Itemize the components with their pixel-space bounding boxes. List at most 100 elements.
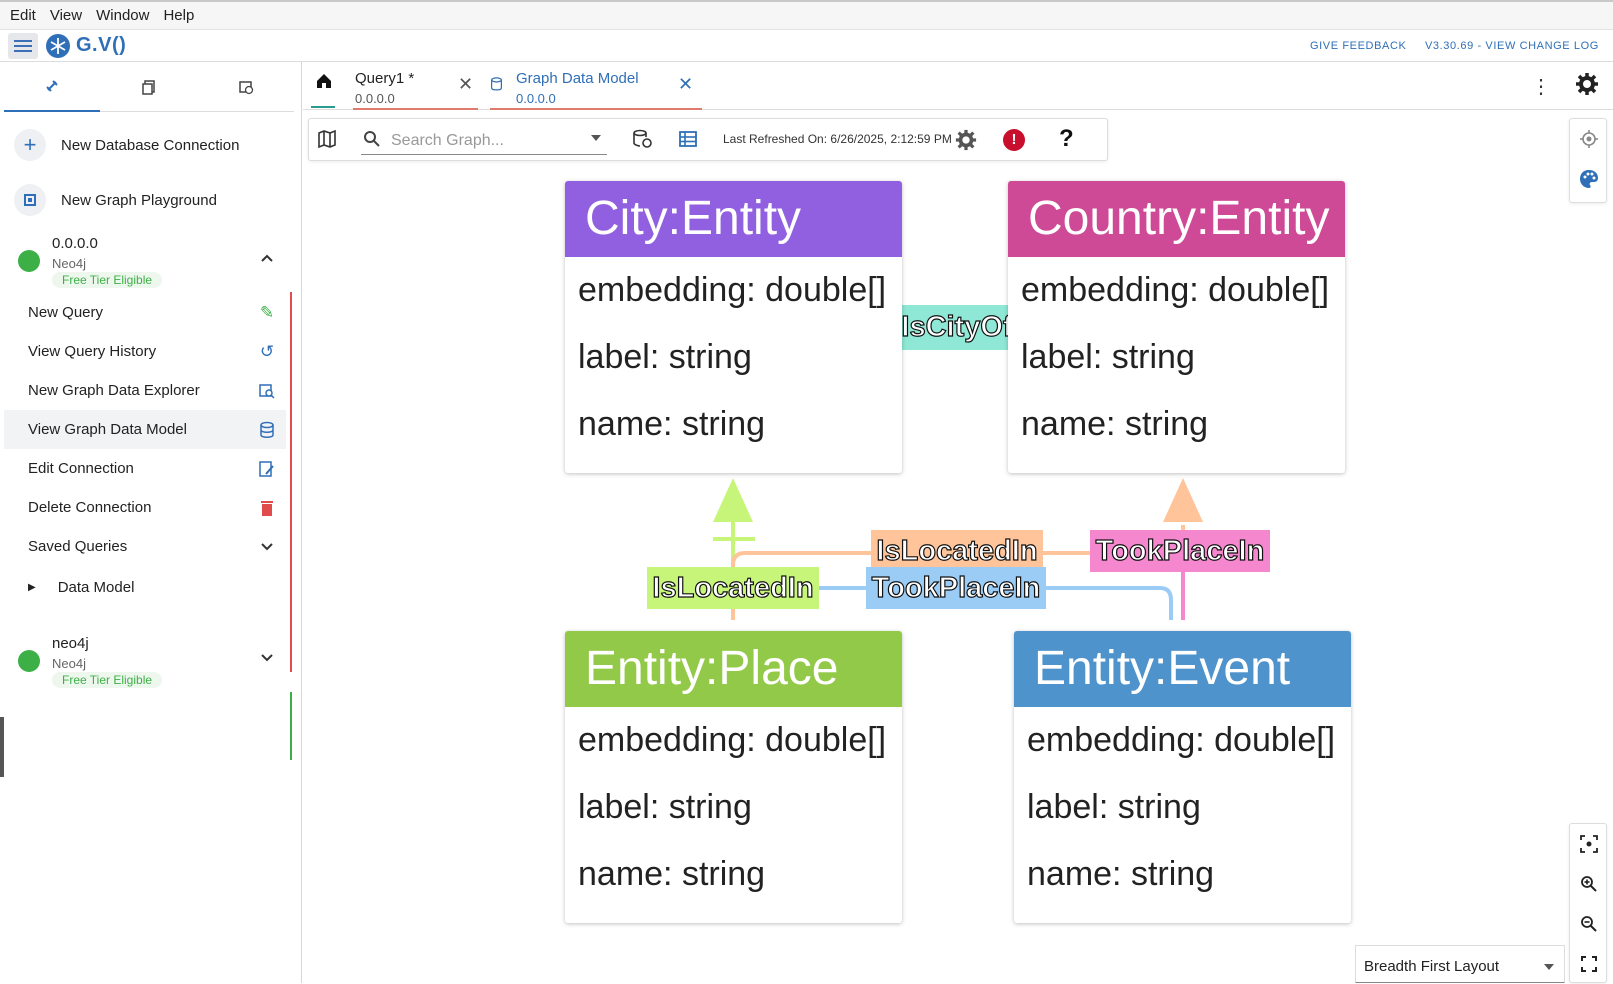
node-prop: embedding: double[] <box>1027 721 1336 759</box>
connection-name: neo4j <box>52 635 89 652</box>
plus-icon: + <box>14 129 46 161</box>
copy-icon <box>142 80 155 95</box>
chip-icon <box>14 184 46 216</box>
table-view-icon[interactable] <box>679 130 697 153</box>
home-icon[interactable] <box>313 72 335 98</box>
dropdown-arrow-icon[interactable] <box>591 135 601 141</box>
new-database-connection-button[interactable]: + New Database Connection <box>4 125 294 165</box>
more-vert-icon[interactable]: ⋮ <box>1531 76 1551 98</box>
menu-window[interactable]: Window <box>96 7 150 24</box>
editor-tab-bar: Query1 * 0.0.0.0 ✕ Graph Data Model 0.0.… <box>303 62 1613 110</box>
fullscreen-icon[interactable] <box>1570 944 1608 984</box>
locate-icon[interactable] <box>1570 119 1608 159</box>
zoom-in-icon[interactable] <box>1570 864 1608 904</box>
node-prop: name: string <box>578 405 766 443</box>
zoom-out-icon[interactable] <box>1570 904 1608 944</box>
help-button[interactable]: ? <box>1059 125 1074 152</box>
layout-select[interactable]: Breadth First Layout <box>1355 945 1565 983</box>
zoom-controls <box>1569 823 1607 983</box>
edit-connection-label: Edit Connection <box>28 460 134 477</box>
graph-search-input[interactable]: Search Graph... <box>361 127 607 155</box>
edit-icon <box>256 458 278 480</box>
connection-0-0-0-0[interactable]: 0.0.0.0 Neo4j Free Tier Eligible <box>4 232 294 292</box>
view-graph-data-model-label: View Graph Data Model <box>28 421 187 438</box>
focus-center-icon[interactable] <box>1570 824 1608 864</box>
palette-icon[interactable] <box>1570 159 1608 199</box>
chevron-up-icon[interactable] <box>260 250 274 266</box>
give-feedback-link[interactable]: GIVE FEEDBACK <box>1310 40 1407 52</box>
view-graph-data-model-item[interactable]: View Graph Data Model <box>4 410 286 449</box>
node-prop: name: string <box>1021 405 1209 443</box>
edit-connection-item[interactable]: Edit Connection <box>4 449 286 488</box>
magic-wand-icon: ✎ <box>259 302 275 322</box>
node-country-entity[interactable]: Country:Entity embedding: double[] label… <box>1008 181 1345 473</box>
new-graph-playground-button[interactable]: New Graph Playground <box>4 180 294 220</box>
node-prop: label: string <box>1021 338 1195 376</box>
tab-connections[interactable] <box>4 62 100 112</box>
view-query-history-label: View Query History <box>28 343 157 360</box>
database-refresh-icon[interactable] <box>631 128 653 155</box>
free-tier-badge: Free Tier Eligible <box>52 272 163 288</box>
search-placeholder: Search Graph... <box>391 132 504 149</box>
close-icon[interactable]: ✕ <box>458 74 474 94</box>
close-icon[interactable]: ✕ <box>678 74 694 94</box>
error-icon[interactable]: ! <box>1003 129 1025 151</box>
node-prop: label: string <box>578 788 752 826</box>
menu-help[interactable]: Help <box>163 7 195 24</box>
node-prop: label: string <box>1027 788 1201 826</box>
app-logo-text: G.V() <box>76 34 127 56</box>
edge-label-tookplacein-country[interactable]: TookPlaceIn <box>1090 530 1270 572</box>
graph-canvas[interactable]: IsCityOf IsLocatedIn TookPlaceIn IsLocat… <box>303 110 1613 983</box>
new-database-connection-label: New Database Connection <box>61 136 240 154</box>
tab-query1[interactable]: Query1 * 0.0.0.0 ✕ <box>353 62 478 110</box>
dropdown-arrow-icon <box>1544 964 1554 970</box>
version-changelog-link[interactable]: V3.30.69 - VIEW CHANGE LOG <box>1425 40 1599 52</box>
edge-label-iscityof[interactable]: IsCityOf <box>901 310 1013 343</box>
node-prop: name: string <box>1027 855 1215 893</box>
layout-select-value: Breadth First Layout <box>1364 958 1500 975</box>
new-query-label: New Query <box>28 304 104 321</box>
graph-toolbar: Search Graph... Last Refreshed On: 6/26/… <box>308 118 1108 161</box>
connection-neo4j[interactable]: neo4j Neo4j Free Tier Eligible <box>4 632 294 692</box>
view-query-history-item[interactable]: View Query History ↺ <box>4 332 286 371</box>
connection-type: Neo4j <box>52 256 86 271</box>
new-query-item[interactable]: New Query ✎ <box>4 293 286 332</box>
menu-edit[interactable]: Edit <box>10 7 36 24</box>
graph-settings-gear-icon[interactable] <box>955 129 977 156</box>
map-icon[interactable] <box>317 129 337 154</box>
hamburger-menu-button[interactable] <box>8 33 38 59</box>
chevron-down-icon[interactable] <box>260 650 274 666</box>
node-prop: embedding: double[] <box>1021 271 1330 309</box>
status-dot <box>18 250 40 272</box>
history-icon: ↺ <box>259 341 275 361</box>
plug-icon <box>46 80 58 92</box>
saved-queries-label: Saved Queries <box>28 538 128 555</box>
chevron-down-icon <box>256 536 278 558</box>
node-city-entity[interactable]: City:Entity embedding: double[] label: s… <box>565 181 902 473</box>
tab-schedule[interactable] <box>198 62 294 112</box>
node-prop: embedding: double[] <box>578 721 887 759</box>
tab-graph-data-model-title: Graph Data Model <box>516 70 639 87</box>
free-tier-badge: Free Tier Eligible <box>52 672 163 688</box>
delete-connection-label: Delete Connection <box>28 499 152 516</box>
search-icon <box>363 130 381 153</box>
node-entity-event[interactable]: Entity:Event embedding: double[] label: … <box>1014 631 1351 923</box>
tab-graph-data-model[interactable]: Graph Data Model 0.0.0.0 ✕ <box>490 62 702 110</box>
caret-right-icon: ▶ <box>28 582 36 593</box>
new-graph-data-explorer-item[interactable]: New Graph Data Explorer <box>4 371 286 410</box>
database-icon <box>490 76 503 97</box>
menu-bar: Edit View Window Help <box>0 0 1613 30</box>
tab-query1-title: Query1 * <box>355 70 415 87</box>
saved-queries-item[interactable]: Saved Queries <box>4 527 286 566</box>
data-model-item[interactable]: ▶ Data Model <box>4 568 286 607</box>
edge-label-islocatedin-city[interactable]: IsLocatedIn <box>647 567 819 609</box>
menu-view[interactable]: View <box>49 7 83 24</box>
node-entity-place[interactable]: Entity:Place embedding: double[] label: … <box>565 631 902 923</box>
settings-gear-icon[interactable] <box>1575 72 1599 101</box>
edge-label-islocatedin-country[interactable]: IsLocatedIn <box>871 530 1043 572</box>
tab-documents[interactable] <box>101 62 197 112</box>
delete-connection-item[interactable]: Delete Connection <box>4 488 286 527</box>
last-refreshed-text: Last Refreshed On: 6/26/2025, 2:12:59 PM <box>723 132 952 146</box>
node-title: City:Entity <box>565 181 902 257</box>
edge-label-tookplacein-place[interactable]: TookPlaceIn <box>866 567 1046 609</box>
